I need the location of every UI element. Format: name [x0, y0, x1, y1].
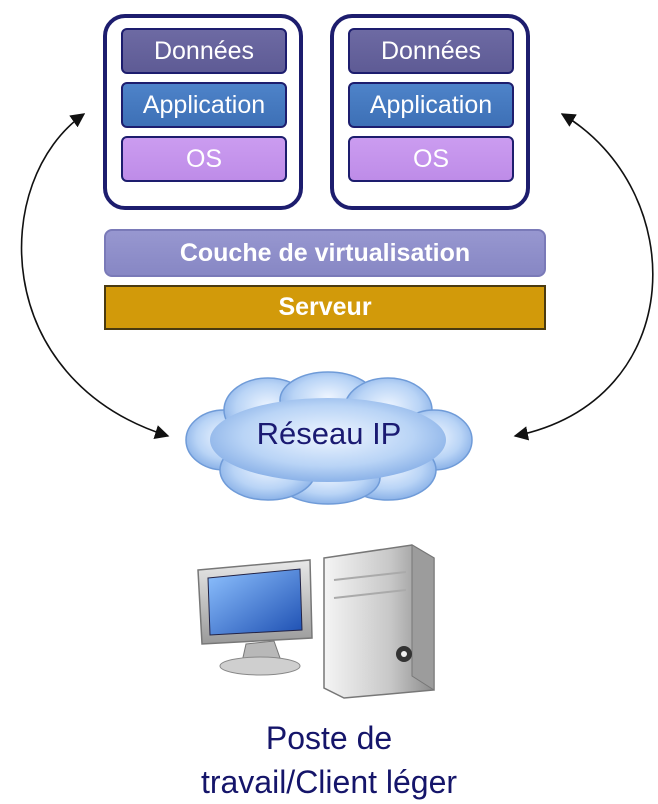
workstation-icon	[197, 544, 435, 699]
vm1-data-layer: Données	[121, 28, 287, 74]
vm2-application-layer: Application	[348, 82, 514, 128]
server-layer: Serveur	[104, 285, 546, 330]
right-bidirectional-arrow-icon	[513, 113, 654, 441]
vm2-os-layer: OS	[348, 136, 514, 182]
virtualization-layer: Couche de virtualisation	[104, 229, 546, 277]
virtual-machine-2: Données Application OS	[330, 14, 530, 210]
network-cloud-icon	[185, 371, 473, 505]
network-label: Réseau IP	[256, 416, 402, 451]
left-bidirectional-arrow-icon	[20, 113, 170, 439]
caption-line-2: travail/Client léger	[200, 764, 458, 800]
vm2-data-layer: Données	[348, 28, 514, 74]
caption-line-1: Poste de	[265, 720, 393, 756]
workstation-caption: Poste de travail/Client léger	[120, 716, 538, 804]
